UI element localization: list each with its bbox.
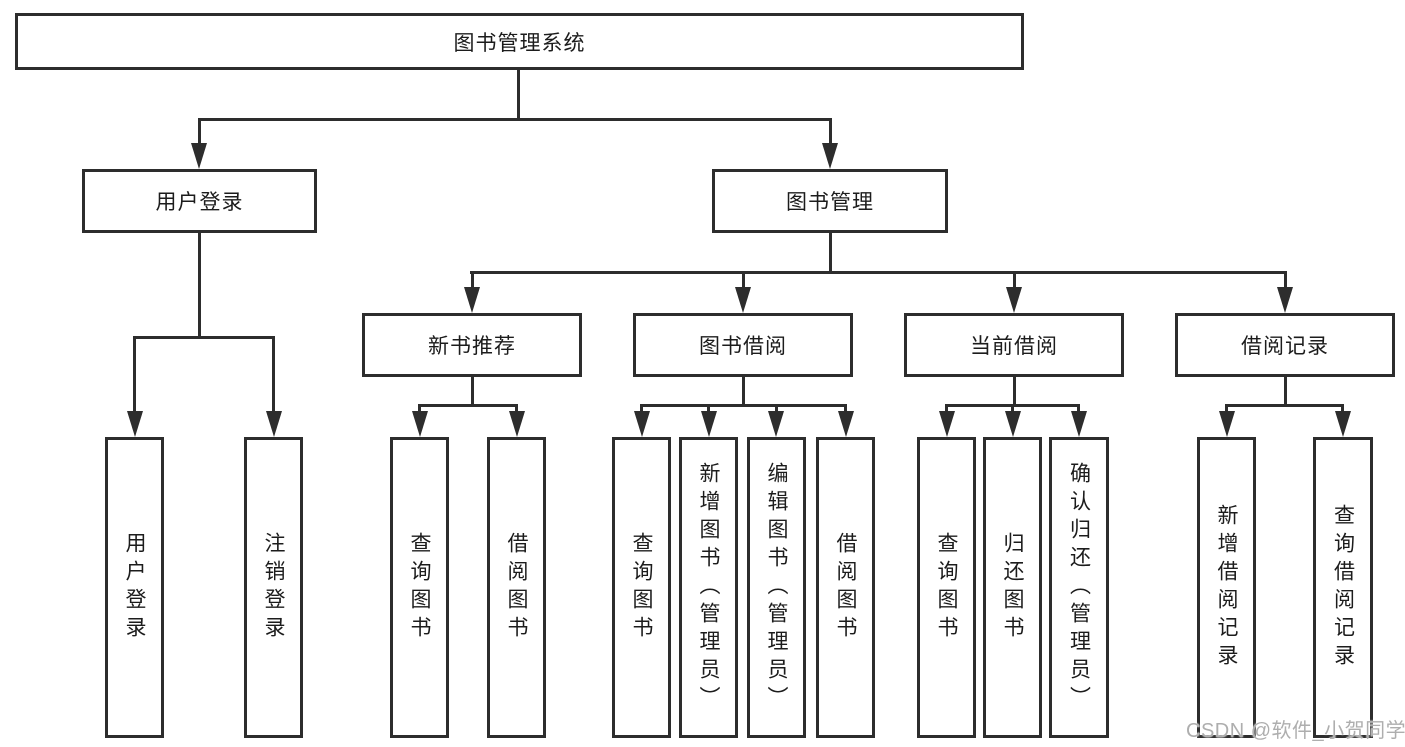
node-label: 借阅记录	[1241, 335, 1329, 358]
connector-arrow-down-icon	[1005, 411, 1021, 437]
leaf-query-books: 查询图书	[612, 437, 671, 738]
connector-arrow-down-icon	[1071, 411, 1087, 437]
node-book-borrowing: 图书借阅	[633, 313, 853, 377]
connector-line	[470, 271, 1286, 274]
node-label: 图书借阅	[699, 335, 787, 358]
node-label: 查询图书	[935, 531, 958, 644]
connector-line	[707, 404, 710, 416]
leaf-add-borrow-record: 新增借阅记录	[1197, 437, 1256, 738]
leaf-borrow-books: 借阅图书	[487, 437, 546, 738]
leaf-edit-books-admin: 编辑图书（管理员）	[747, 437, 806, 738]
node-label: 新增图书（管理员）	[697, 461, 720, 714]
node-label: 用户登录	[155, 191, 244, 214]
node-label: 查询图书	[630, 531, 653, 644]
node-book-management: 图书管理	[712, 169, 948, 233]
connector-arrow-down-icon	[735, 287, 751, 313]
connector-line	[1011, 404, 1014, 416]
leaf-confirm-return-admin: 确认归还（管理员）	[1049, 437, 1109, 738]
connector-line	[471, 377, 474, 407]
leaf-query-books: 查询图书	[917, 437, 976, 738]
connector-line	[198, 118, 201, 146]
leaf-query-books: 查询图书	[390, 437, 449, 738]
connector-line	[515, 404, 518, 416]
connector-arrow-down-icon	[701, 411, 717, 437]
connector-arrow-down-icon	[1006, 287, 1022, 313]
node-label: 注销登录	[262, 531, 285, 644]
connector-arrow-down-icon	[1219, 411, 1235, 437]
node-current-borrowing: 当前借阅	[904, 313, 1124, 377]
node-label: 借阅图书	[834, 531, 857, 644]
csdn-watermark: CSDN @软件_小贺同学	[1186, 720, 1405, 742]
connector-line	[1225, 404, 1344, 407]
node-new-book-recommend: 新书推荐	[362, 313, 582, 377]
connector-line	[1284, 377, 1287, 407]
connector-line	[640, 404, 643, 416]
node-label: 编辑图书（管理员）	[765, 461, 788, 714]
connector-line	[1013, 271, 1016, 290]
connector-line	[1284, 271, 1287, 290]
leaf-user-login: 用户登录	[105, 437, 164, 738]
connector-line	[742, 271, 745, 290]
connector-arrow-down-icon	[822, 143, 838, 169]
node-label: 归还图书	[1001, 531, 1024, 644]
connector-arrow-down-icon	[464, 287, 480, 313]
node-label: 新书推荐	[428, 335, 516, 358]
connector-arrow-down-icon	[1277, 287, 1293, 313]
connector-arrow-down-icon	[127, 411, 143, 437]
connector-line	[1077, 404, 1080, 416]
connector-arrow-down-icon	[266, 411, 282, 437]
node-label: 当前借阅	[970, 335, 1058, 358]
leaf-borrow-books: 借阅图书	[816, 437, 875, 738]
node-user-login: 用户登录	[82, 169, 317, 233]
connector-line	[133, 336, 136, 415]
node-borrowing-records: 借阅记录	[1175, 313, 1395, 377]
connector-arrow-down-icon	[509, 411, 525, 437]
connector-line	[133, 336, 275, 339]
node-label: 图书管理系统	[453, 31, 586, 55]
connector-line	[418, 404, 518, 407]
connector-line	[1225, 404, 1228, 416]
connector-arrow-down-icon	[838, 411, 854, 437]
connector-line	[829, 118, 832, 146]
node-library-management-system: 图书管理系统	[15, 13, 1024, 70]
connector-line	[471, 271, 474, 290]
connector-arrow-down-icon	[1335, 411, 1351, 437]
connector-line	[272, 336, 275, 415]
connector-line	[1341, 404, 1344, 416]
connector-line	[945, 404, 948, 416]
node-label: 确认归还（管理员）	[1067, 461, 1091, 714]
node-label: 查询借阅记录	[1331, 503, 1355, 672]
connector-arrow-down-icon	[191, 143, 207, 169]
node-label: 用户登录	[123, 531, 146, 644]
connector-line	[640, 404, 847, 407]
node-label: 查询图书	[408, 531, 431, 644]
leaf-add-books-admin: 新增图书（管理员）	[679, 437, 738, 738]
connector-arrow-down-icon	[939, 411, 955, 437]
leaf-query-borrow-record: 查询借阅记录	[1313, 437, 1373, 738]
connector-arrow-down-icon	[768, 411, 784, 437]
connector-arrow-down-icon	[634, 411, 650, 437]
leaf-logout: 注销登录	[244, 437, 303, 738]
connector-line	[775, 404, 778, 416]
connector-line	[844, 404, 847, 416]
connector-line	[829, 233, 832, 274]
connector-line	[198, 233, 201, 339]
connector-line	[418, 404, 421, 416]
leaf-return-books: 归还图书	[983, 437, 1042, 738]
node-label: 借阅图书	[505, 531, 528, 644]
connector-arrow-down-icon	[412, 411, 428, 437]
connector-line	[1013, 377, 1016, 407]
connector-line	[742, 377, 745, 407]
connector-line	[198, 118, 832, 121]
connector-line	[517, 68, 520, 121]
node-label: 新增借阅记录	[1215, 503, 1238, 672]
node-label: 图书管理	[786, 191, 874, 214]
